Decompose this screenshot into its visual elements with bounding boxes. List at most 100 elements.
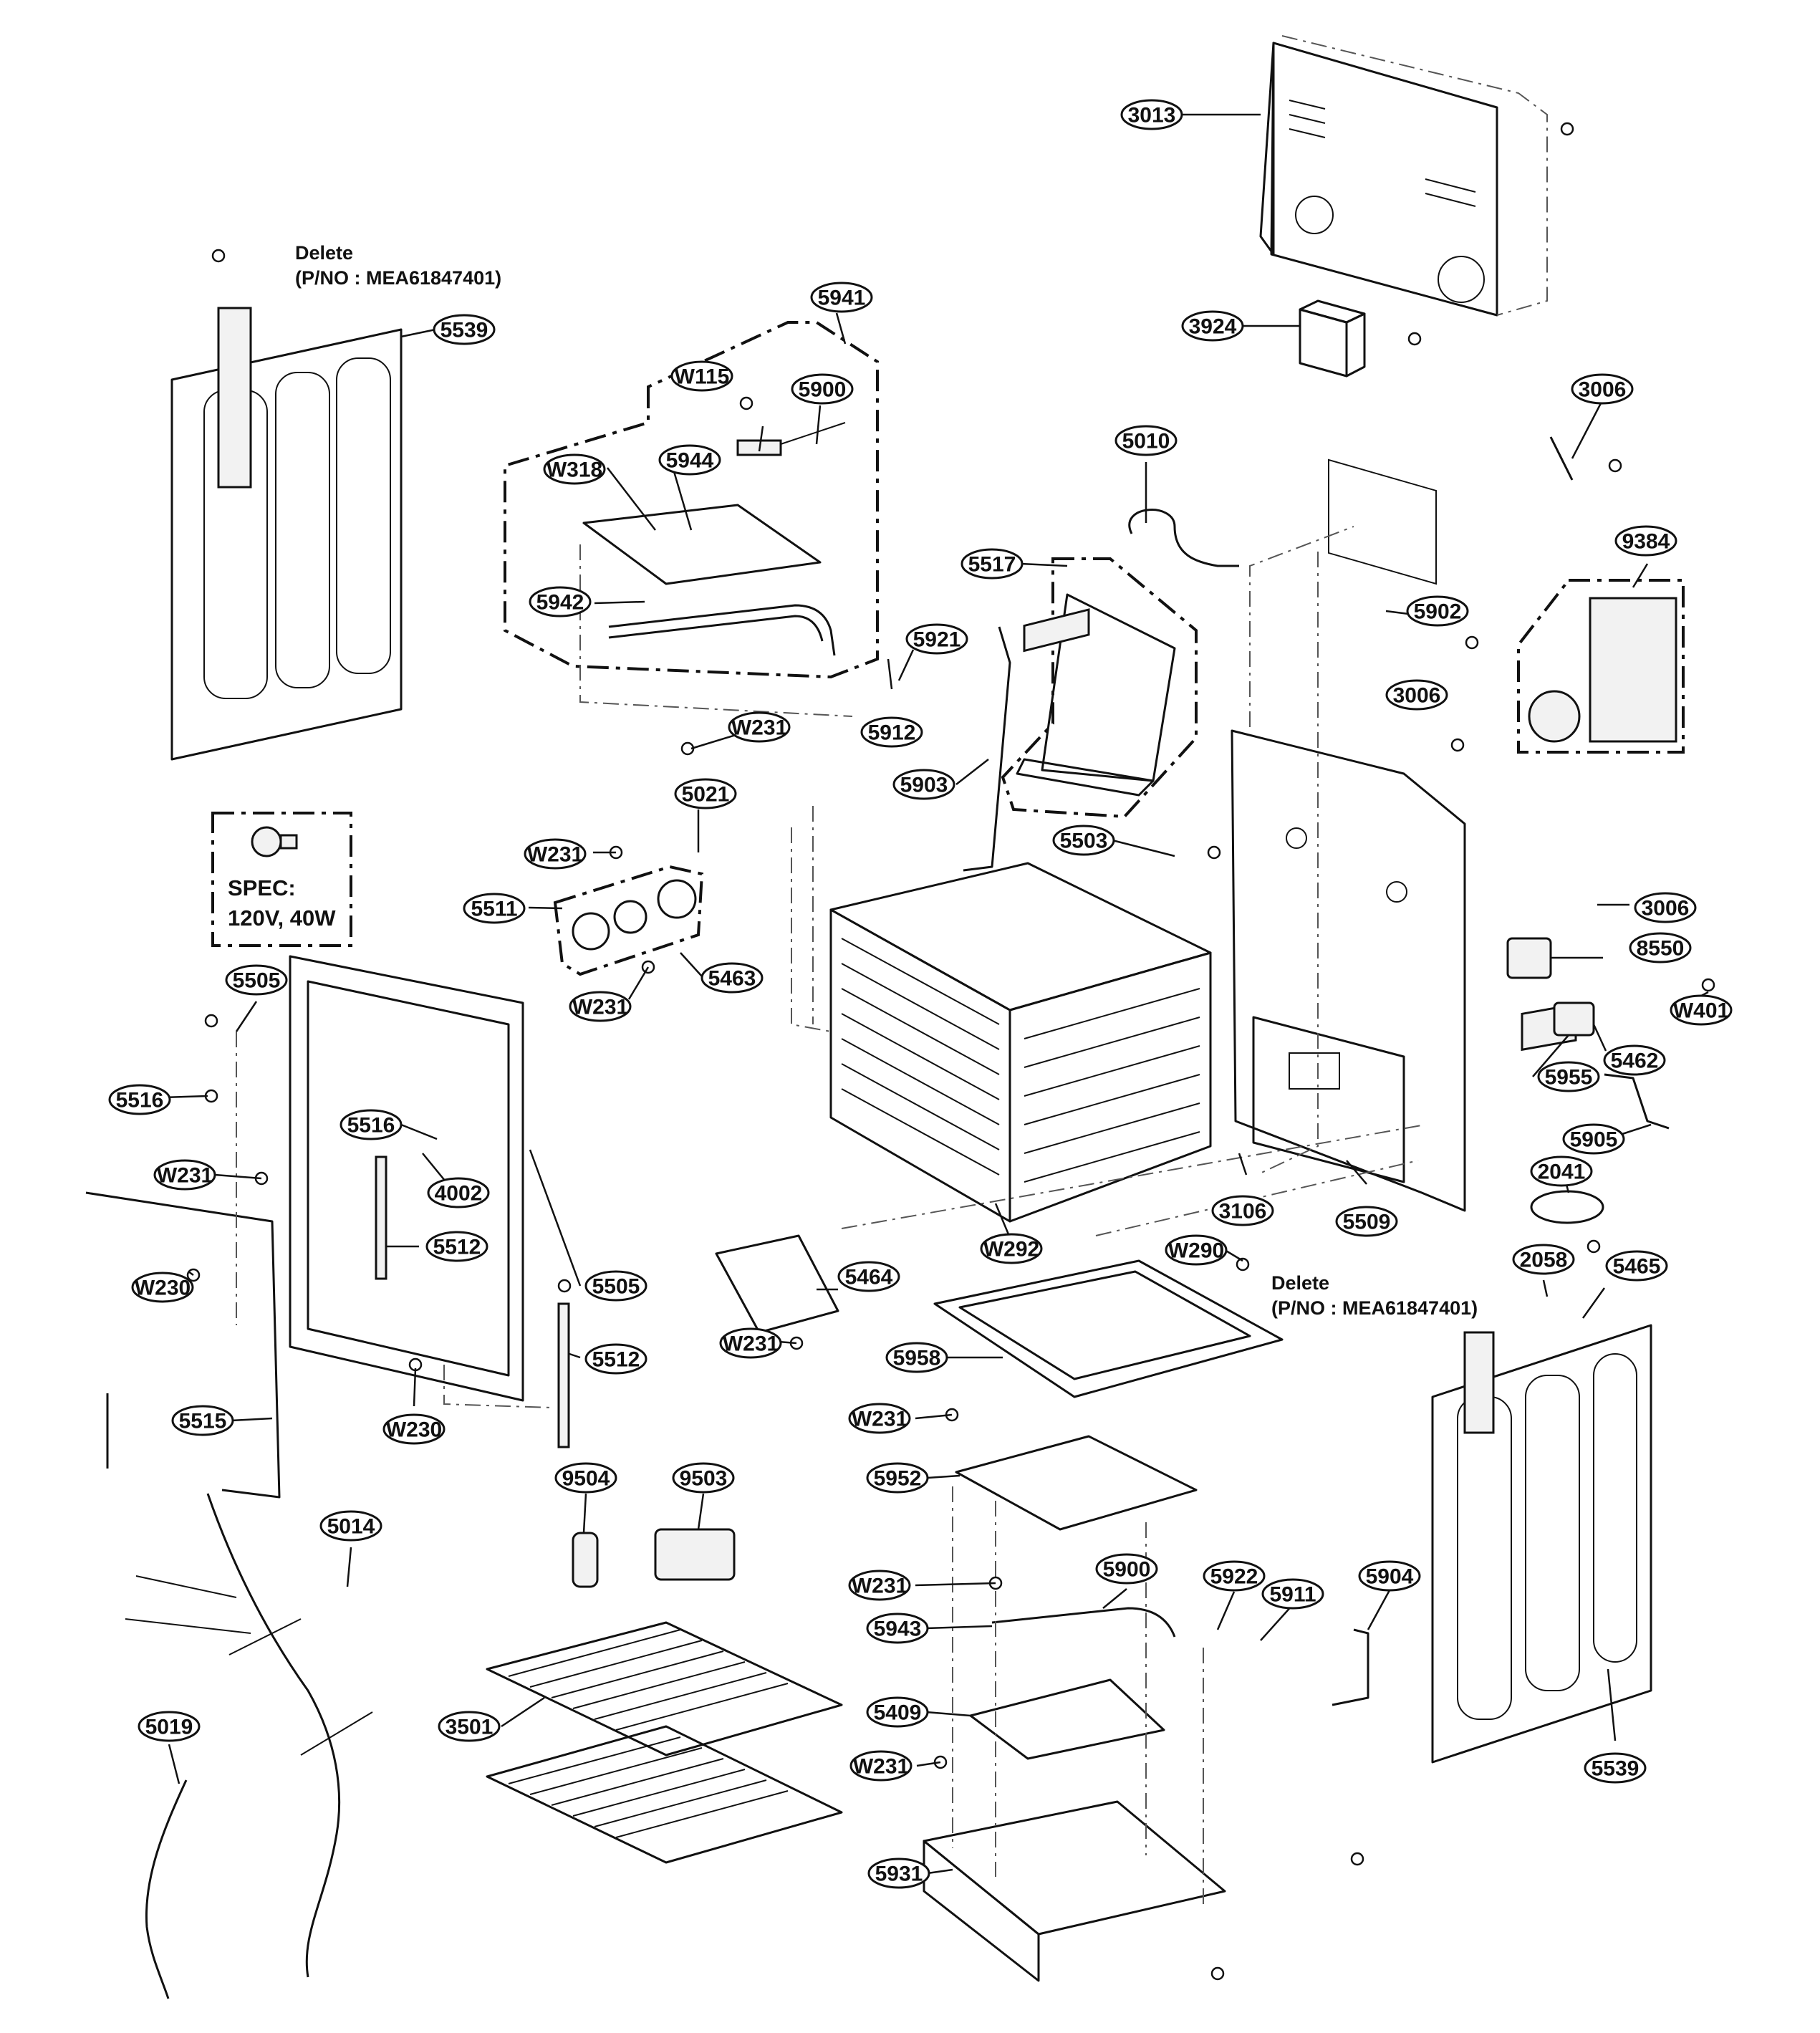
callout-5517: 5517 — [960, 548, 1024, 580]
rear-cover-panel — [1259, 35, 1548, 585]
callout-label: W231 — [852, 1408, 907, 1431]
callout-5903: 5903 — [892, 769, 955, 800]
callout-label: 5021 — [682, 783, 730, 807]
oven-sensor-wire — [1128, 509, 1239, 567]
callout-5512a: 5512 — [425, 1231, 488, 1262]
callout-W230b: W230 — [382, 1413, 446, 1445]
rear-frame — [1231, 729, 1466, 1212]
callout-label: 5902 — [1414, 600, 1462, 624]
right-side-panel — [1431, 1324, 1652, 1764]
callout-oval — [674, 778, 737, 809]
lamp-bulb-icon — [251, 826, 282, 857]
callout-5941: 5941 — [810, 282, 873, 313]
callout-oval — [1614, 525, 1677, 557]
callout-W231b: W231 — [524, 838, 587, 870]
callout-oval — [433, 314, 496, 345]
callout-oval — [1562, 1123, 1625, 1155]
callout-9503: 9503 — [672, 1462, 735, 1494]
callout-oval — [1605, 1250, 1668, 1282]
callout-5900a: 5900 — [791, 373, 854, 405]
oven-cavity — [829, 608, 1212, 1223]
delete-note-right: Delete (P/NO : MEA61847401) — [1271, 1272, 1478, 1319]
callout-oval — [905, 623, 968, 655]
callout-label: 5516 — [347, 1114, 395, 1138]
callout-oval — [866, 1696, 929, 1728]
callout-label: 9504 — [562, 1467, 610, 1491]
bake-burner-tube — [991, 1607, 1176, 1638]
callout-5902: 5902 — [1406, 595, 1469, 627]
air-duct — [1016, 593, 1176, 797]
callout-label: 5512 — [433, 1236, 481, 1259]
callout-label: 5958 — [893, 1347, 941, 1370]
burner-plate — [969, 1678, 1165, 1760]
callout-label: W231 — [723, 1332, 779, 1356]
safety-valve — [1506, 937, 1552, 979]
callout-W292: W292 — [980, 1233, 1043, 1264]
callout-leader-lines — [139, 113, 1709, 1875]
callout-3501: 3501 — [438, 1711, 501, 1742]
callout-oval — [1358, 1560, 1421, 1592]
callout-5515: 5515 — [171, 1405, 234, 1436]
callout-W318: W318 — [543, 453, 606, 485]
callout-3006b: 3006 — [1385, 679, 1448, 711]
callout-label: W115 — [675, 365, 730, 389]
front-frame — [85, 955, 570, 1499]
callout-oval — [849, 1750, 913, 1782]
callout-label: 3006 — [1393, 684, 1441, 708]
callout-oval — [225, 964, 288, 996]
callout-2041: 2041 — [1530, 1155, 1593, 1187]
callout-5505b: 5505 — [584, 1270, 647, 1302]
callout-5911: 5911 — [1261, 1578, 1324, 1610]
callout-label: 9384 — [1622, 530, 1670, 554]
wiring-box — [1299, 299, 1366, 378]
callout-label: 2041 — [1538, 1160, 1586, 1184]
callout-5503: 5503 — [1052, 825, 1115, 856]
callout-5511: 5511 — [463, 893, 526, 924]
installation-kit-box — [1517, 579, 1685, 754]
gas-valve — [1553, 1001, 1595, 1037]
callout-5512b: 5512 — [584, 1343, 647, 1375]
callout-oval — [131, 1272, 194, 1303]
callout-label: W318 — [547, 458, 602, 482]
callout-5943: 5943 — [866, 1613, 929, 1644]
callout-W401: W401 — [1670, 994, 1733, 1026]
callout-3013: 3013 — [1120, 99, 1183, 130]
bottom-tray — [923, 1800, 1226, 1936]
callout-oval — [382, 1413, 446, 1445]
callout-5955: 5955 — [1537, 1061, 1600, 1092]
callout-5014: 5014 — [319, 1510, 382, 1542]
callout-oval — [1634, 892, 1697, 923]
bottom-tray-front — [923, 1840, 1040, 1982]
callout-label: 5955 — [1545, 1066, 1593, 1090]
callout-5516a: 5516 — [108, 1084, 171, 1115]
callout-oval — [153, 1159, 216, 1191]
callout-oval — [171, 1405, 234, 1436]
callout-oval — [1120, 99, 1183, 130]
callout-label: 5014 — [327, 1515, 375, 1539]
callout-oval — [1512, 1244, 1575, 1275]
callout-5010: 5010 — [1114, 425, 1178, 456]
callout-oval — [848, 1403, 911, 1434]
callout-oval — [138, 1711, 201, 1742]
callout-label: 5463 — [708, 967, 756, 991]
callout-oval — [810, 282, 873, 313]
callout-label: 5464 — [845, 1266, 893, 1289]
callout-5021: 5021 — [674, 778, 737, 809]
callout-W231h: W231 — [849, 1750, 913, 1782]
callout-label: 5505 — [233, 969, 281, 993]
callout-oval — [980, 1233, 1043, 1264]
callout-label: 5517 — [968, 553, 1016, 577]
callout-oval — [1629, 932, 1692, 963]
callout-label: 5904 — [1366, 1565, 1414, 1589]
callout-label: 5515 — [179, 1410, 227, 1433]
callout-W290: W290 — [1165, 1234, 1228, 1266]
callout-oval — [1211, 1195, 1274, 1226]
delete-note-top-line2: (P/NO : MEA61847401) — [295, 267, 501, 289]
callout-label: 2058 — [1520, 1249, 1568, 1272]
callout-label: 5922 — [1210, 1565, 1258, 1589]
kit-leveling-leg — [1528, 690, 1581, 743]
callout-label: 5942 — [536, 591, 584, 615]
callout-W230a: W230 — [131, 1272, 194, 1303]
callout-label: 5952 — [874, 1467, 922, 1491]
part-callouts: 3013392430063006300693845010590255395941… — [108, 99, 1733, 1889]
